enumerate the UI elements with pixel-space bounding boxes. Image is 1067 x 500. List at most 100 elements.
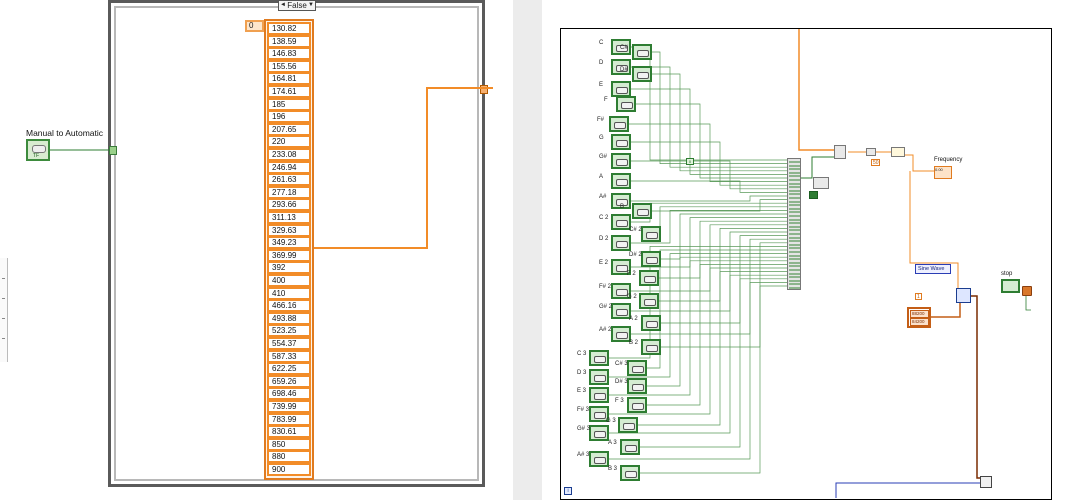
array-element[interactable]: 130.82 — [267, 22, 311, 35]
note-control[interactable] — [611, 134, 631, 150]
array-element[interactable]: 493.88 — [267, 311, 311, 325]
sound-output-vi[interactable] — [956, 288, 971, 303]
stop-button-control[interactable] — [1001, 279, 1020, 293]
array-element[interactable]: 138.59 — [267, 34, 311, 48]
array-element[interactable]: 220 — [267, 135, 311, 149]
array-element[interactable]: 146.83 — [267, 47, 311, 61]
note-control[interactable] — [632, 66, 652, 82]
index-array-node[interactable] — [834, 145, 846, 159]
array-element[interactable]: 523.25 — [267, 324, 311, 338]
array-element[interactable]: 311.13 — [267, 211, 311, 224]
array-element[interactable]: 400 — [267, 274, 311, 287]
note-control[interactable] — [611, 153, 631, 169]
array-element[interactable]: 850 — [267, 437, 311, 451]
note-control[interactable] — [632, 44, 652, 60]
note-control[interactable] — [611, 235, 631, 251]
waveform-enum-constant[interactable]: Sine Wave — [915, 264, 951, 274]
note-control[interactable] — [611, 193, 631, 209]
note-control-label: C — [599, 40, 604, 46]
unbundle-node-icon[interactable] — [1022, 286, 1032, 296]
note-control[interactable] — [639, 270, 659, 286]
note-control[interactable] — [627, 378, 647, 394]
array-element[interactable]: 349.23 — [267, 236, 311, 250]
array-element[interactable]: 185 — [267, 97, 311, 111]
note-control[interactable] — [611, 303, 631, 319]
index-constant[interactable]: 0 — [686, 158, 694, 165]
note-wire — [631, 224, 788, 292]
note-control[interactable] — [616, 96, 636, 112]
note-control[interactable] — [589, 451, 609, 467]
array-element[interactable]: 410 — [267, 286, 311, 300]
note-control[interactable] — [641, 339, 661, 355]
note-control[interactable] — [632, 203, 652, 219]
array-element[interactable]: 659.26 — [267, 374, 311, 388]
compare-node[interactable] — [891, 147, 905, 157]
loop-condition-terminal[interactable] — [980, 476, 992, 488]
note-control[interactable] — [589, 406, 609, 422]
divide-node[interactable] — [866, 148, 876, 156]
sample-rate-a[interactable]: 88200 — [910, 310, 929, 318]
manual-to-automatic-control[interactable]: TF — [26, 139, 50, 161]
case-selector[interactable]: ◄ False ▼ — [278, 0, 316, 11]
note-control[interactable] — [641, 226, 661, 242]
note-control[interactable] — [609, 116, 629, 132]
note-control[interactable] — [618, 417, 638, 433]
note-control[interactable] — [641, 315, 661, 331]
note-control-label: C# — [620, 45, 628, 51]
array-element[interactable]: 739.99 — [267, 400, 311, 413]
note-control[interactable] — [627, 397, 647, 413]
array-element[interactable]: 261.63 — [267, 173, 311, 187]
build-array-node[interactable] — [787, 158, 801, 290]
array-element[interactable]: 246.94 — [267, 160, 311, 174]
note-control[interactable] — [589, 369, 609, 385]
array-element[interactable]: 830.61 — [267, 425, 311, 439]
note-control[interactable] — [611, 259, 631, 275]
note-control[interactable] — [611, 283, 631, 299]
note-control[interactable] — [641, 251, 661, 267]
array-element[interactable]: 554.37 — [267, 337, 311, 350]
note-control[interactable] — [589, 350, 609, 366]
stop-to-cond-wire — [1025, 294, 1031, 311]
array-element[interactable]: 622.25 — [267, 362, 311, 376]
note-control[interactable] — [611, 214, 631, 230]
note-control[interactable] — [620, 465, 640, 481]
array-element[interactable]: 783.99 — [267, 412, 311, 426]
array-element[interactable]: 155.56 — [267, 59, 311, 73]
boolean-constant-icon[interactable] — [809, 191, 818, 199]
array-element[interactable]: 698.46 — [267, 387, 311, 401]
array-element[interactable]: 587.33 — [267, 349, 311, 363]
note-control[interactable] — [611, 173, 631, 189]
search-array-node[interactable] — [813, 177, 829, 189]
array-element[interactable]: 207.65 — [267, 122, 311, 136]
pane-splitter[interactable] — [0, 258, 8, 362]
const-50[interactable]: 50 — [871, 159, 880, 166]
array-element[interactable]: 369.99 — [267, 248, 311, 262]
note-control[interactable] — [627, 360, 647, 376]
dropdown-arrow-icon[interactable]: ▼ — [308, 2, 314, 8]
array-element[interactable]: 880 — [267, 450, 311, 464]
note-control[interactable] — [611, 81, 631, 97]
case-output-tunnel[interactable] — [480, 85, 488, 94]
note-control[interactable] — [611, 39, 631, 55]
array-element[interactable]: 233.08 — [267, 148, 311, 161]
note-control[interactable] — [589, 387, 609, 403]
array-element[interactable]: 174.61 — [267, 85, 311, 98]
array-element[interactable]: 164.81 — [267, 72, 311, 86]
decrement-arrow-icon[interactable]: ◄ — [280, 2, 286, 8]
array-element[interactable]: 466.16 — [267, 299, 311, 313]
note-control-label: F# 2 — [599, 284, 612, 290]
array-element[interactable]: 277.18 — [267, 185, 311, 199]
note-control[interactable] — [611, 59, 631, 75]
const-1[interactable]: 1 — [915, 293, 922, 300]
array-element[interactable]: 329.63 — [267, 223, 311, 237]
note-control[interactable] — [620, 439, 640, 455]
array-element[interactable]: 900 — [267, 463, 311, 476]
note-control[interactable] — [589, 425, 609, 441]
note-control[interactable] — [611, 326, 631, 342]
note-control[interactable] — [639, 293, 659, 309]
sample-rate-b[interactable]: 84200 — [910, 318, 929, 326]
array-index-display[interactable]: 0 — [245, 20, 264, 32]
array-element[interactable]: 196 — [267, 110, 311, 124]
array-element[interactable]: 392 — [267, 261, 311, 275]
array-element[interactable]: 293.66 — [267, 198, 311, 212]
